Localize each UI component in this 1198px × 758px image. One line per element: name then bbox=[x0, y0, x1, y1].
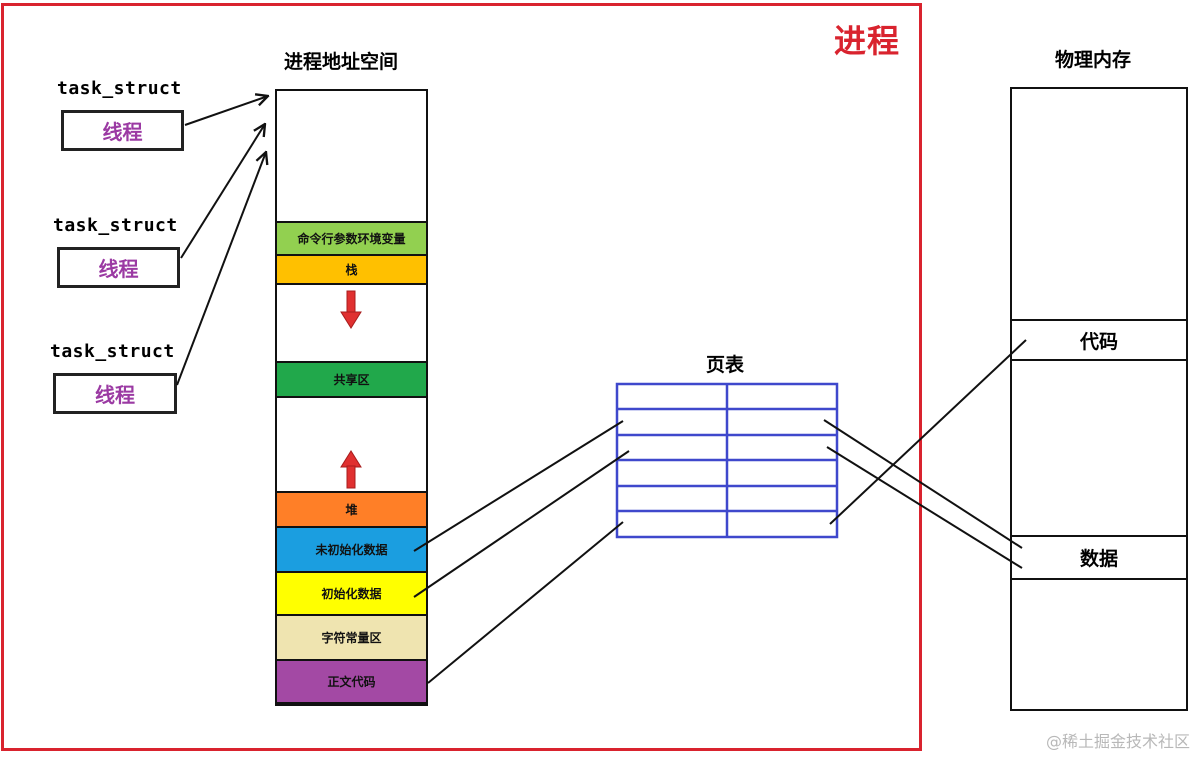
segment-data: 初始化数据 bbox=[277, 571, 426, 616]
task-struct-label-3: task_struct bbox=[50, 341, 175, 362]
segment-label: 栈 bbox=[345, 263, 358, 277]
thread-label: 线程 bbox=[102, 120, 143, 144]
segment-text: 正文代码 bbox=[277, 659, 426, 704]
thread-label: 线程 bbox=[98, 257, 139, 281]
watermark: @稀土掘金技术社区 bbox=[1045, 732, 1190, 751]
segment-rodata: 字符常量区 bbox=[277, 614, 426, 661]
thread-box-1: 线程 bbox=[61, 110, 184, 151]
segment-label: 初始化数据 bbox=[321, 587, 382, 601]
physical-memory-title: 物理内存 bbox=[1055, 49, 1132, 71]
segment-label: 未初始化数据 bbox=[315, 543, 388, 557]
physical-memory-column: 代码 数据 bbox=[1010, 87, 1188, 711]
segment-stack: 栈 bbox=[277, 254, 426, 285]
task-struct-label-2: task_struct bbox=[53, 215, 178, 236]
segment-heap: 堆 bbox=[277, 491, 426, 528]
address-space-title: 进程地址空间 bbox=[284, 51, 399, 73]
segment-label: 堆 bbox=[345, 503, 358, 517]
segment-label: 正文代码 bbox=[327, 675, 376, 689]
segment-bss: 未初始化数据 bbox=[277, 526, 426, 573]
segment-shared: 共享区 bbox=[277, 361, 426, 398]
segment-label: 共享区 bbox=[333, 373, 370, 387]
address-space-column: 命令行参数环境变量 栈 共享区 堆 未初始化数据 初始化数据 字符常量区 正文代… bbox=[275, 89, 428, 706]
page-table-title: 页表 bbox=[706, 354, 745, 376]
memory-segment-label: 数据 bbox=[1079, 548, 1118, 570]
thread-label: 线程 bbox=[95, 383, 135, 407]
memory-segment-data: 数据 bbox=[1012, 535, 1186, 580]
segment-label: 命令行参数环境变量 bbox=[297, 232, 406, 246]
task-struct-label-1: task_struct bbox=[57, 78, 182, 99]
thread-box-2: 线程 bbox=[57, 247, 180, 288]
thread-box-3: 线程 bbox=[53, 373, 177, 414]
process-label: 进程 bbox=[834, 22, 901, 60]
segment-label: 字符常量区 bbox=[321, 631, 382, 645]
memory-segment-label: 代码 bbox=[1079, 330, 1118, 353]
segment-cmdline-env: 命令行参数环境变量 bbox=[277, 221, 426, 256]
memory-segment-code: 代码 bbox=[1012, 319, 1186, 361]
